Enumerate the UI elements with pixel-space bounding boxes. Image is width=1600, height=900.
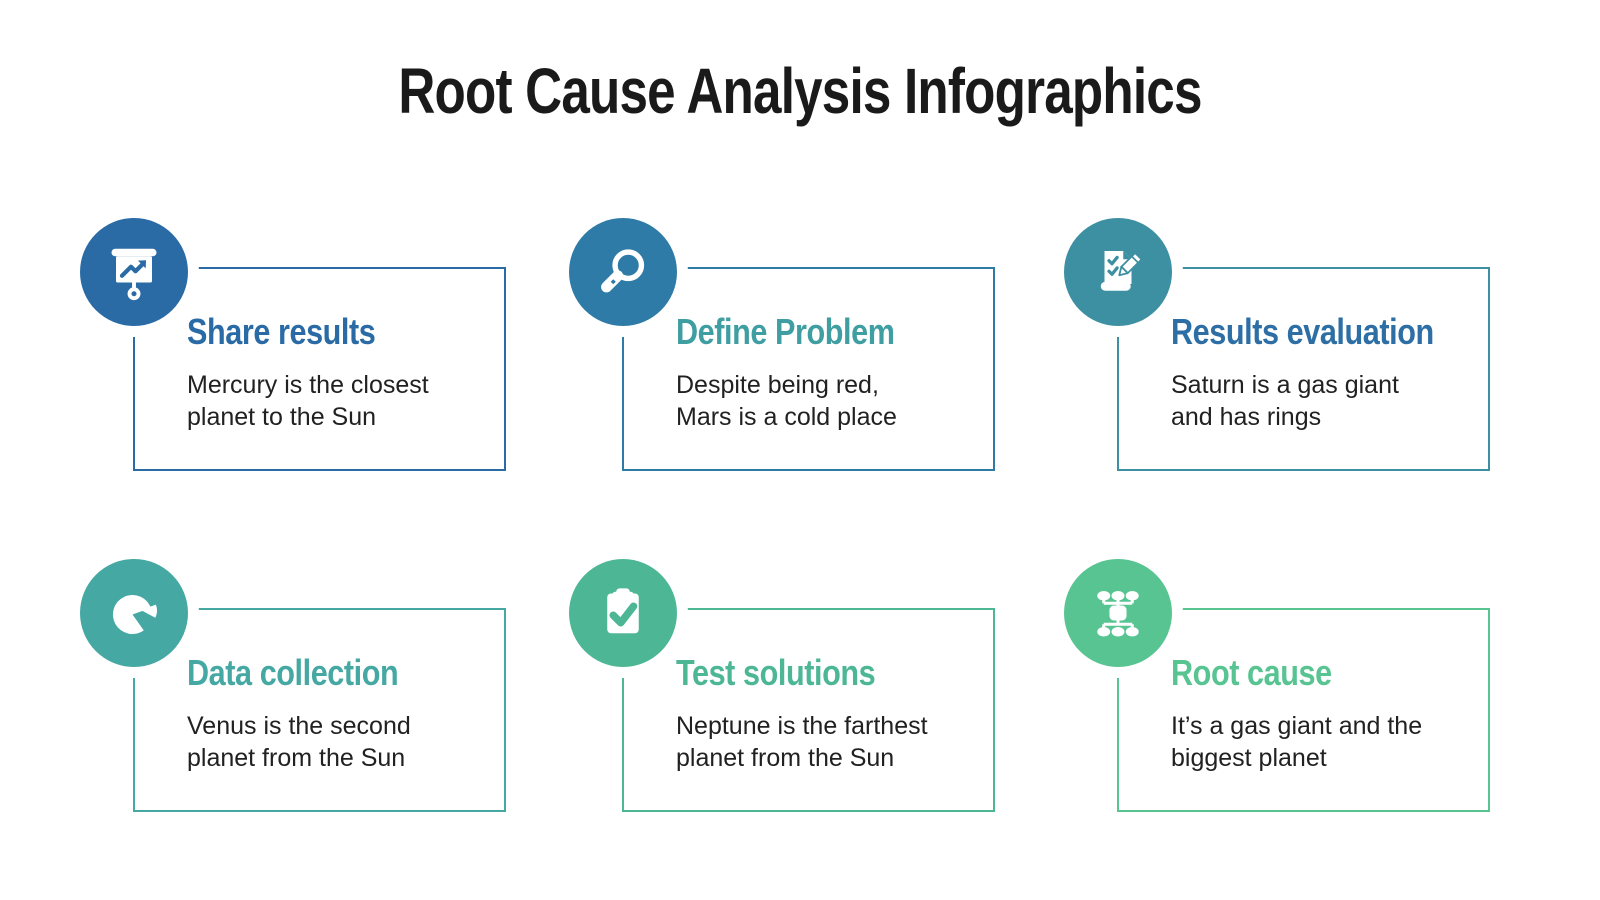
- card-title: Test solutions: [676, 652, 876, 693]
- card-data-collection: Data collection Venus is the second plan…: [80, 559, 506, 812]
- card-description: Mercury is the closest planet to the Sun: [187, 371, 429, 431]
- card-results-evaluation: Results evaluation Saturn is a gas giant…: [1064, 218, 1490, 471]
- card-title: Define Problem: [676, 311, 895, 352]
- card-title: Data collection: [187, 652, 399, 693]
- card-description: Venus is the second planet from the Sun: [187, 712, 411, 772]
- presentation-chart-icon: [80, 218, 188, 326]
- pie-chart-icon: [80, 559, 188, 667]
- org-chart-icon: [1064, 559, 1172, 667]
- checklist-pencil-icon: [1064, 218, 1172, 326]
- card-test-solutions: Test solutions Neptune is the farthest p…: [569, 559, 995, 812]
- card-root-cause: Root cause It’s a gas giant and the bigg…: [1064, 559, 1490, 812]
- card-description: Neptune is the farthest planet from the …: [676, 712, 928, 772]
- magnifier-icon: [569, 218, 677, 326]
- card-description: Saturn is a gas giant and has rings: [1171, 371, 1399, 431]
- clipboard-check-icon: [569, 559, 677, 667]
- card-share-results: Share results Mercury is the closest pla…: [80, 218, 506, 471]
- card-title: Root cause: [1171, 652, 1332, 693]
- page-title: Root Cause Analysis Infographics: [398, 55, 1202, 127]
- card-description: It’s a gas giant and the biggest planet: [1171, 712, 1423, 772]
- card-title: Results evaluation: [1171, 311, 1434, 352]
- card-define-problem: Define Problem Despite being red, Mars i…: [569, 218, 995, 471]
- card-title: Share results: [187, 311, 376, 352]
- card-description: Despite being red, Mars is a cold place: [676, 371, 897, 431]
